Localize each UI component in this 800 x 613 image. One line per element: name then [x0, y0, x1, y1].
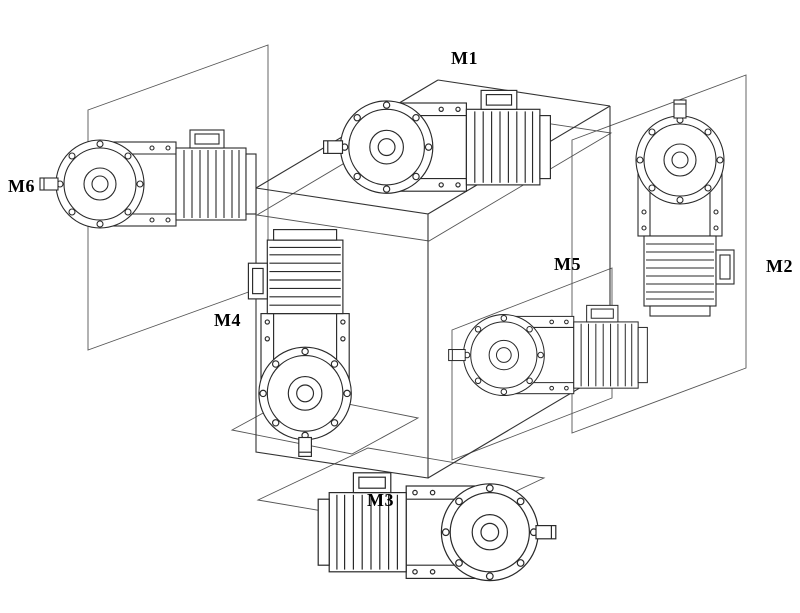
plane-m5	[451, 267, 613, 461]
motor-m5-drawing	[448, 304, 648, 397]
motor-m4-drawing	[247, 229, 352, 457]
label-m4: M4	[214, 310, 241, 330]
label-m2: M2	[766, 256, 793, 276]
motor-m1-drawing	[323, 89, 551, 194]
label-m5: M5	[554, 254, 581, 274]
label-m3: M3	[367, 490, 394, 510]
label-m6: M6	[8, 176, 35, 196]
label-m1: M1	[451, 48, 478, 68]
motor-m6-drawing	[39, 129, 257, 229]
motor-m2-drawing	[635, 99, 735, 317]
